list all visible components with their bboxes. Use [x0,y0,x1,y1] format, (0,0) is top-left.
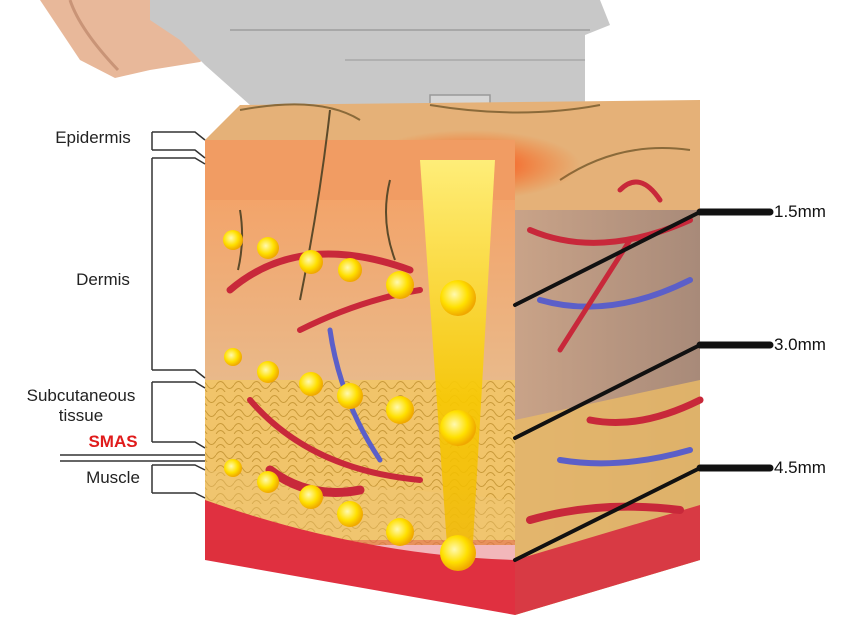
label-depth-4-5mm: 4.5mm [774,458,826,477]
focal-point [386,271,414,299]
focal-point [338,258,362,282]
label-epidermis: Epidermis [55,128,131,147]
focal-point [440,535,476,571]
focal-point [337,501,363,527]
focal-point [440,410,476,446]
label-subcutaneous-line1: Subcutaneous [26,386,136,405]
focal-point [257,471,279,493]
focal-point [440,280,476,316]
label-dermis: Dermis [76,270,130,289]
depth-pointers [513,208,774,562]
focal-point [299,485,323,509]
focal-point [224,459,242,477]
label-muscle: Muscle [86,468,140,487]
label-smas: SMAS [88,432,138,451]
focal-point [257,361,279,383]
ultrasound-beam [420,160,495,560]
focal-point [223,230,243,250]
focal-point [299,372,323,396]
focal-point [337,383,363,409]
focal-point [386,518,414,546]
focal-point [386,396,414,424]
focal-point [299,250,323,274]
label-depth-1-5mm: 1.5mm [774,202,826,221]
focal-point [257,237,279,259]
label-subcutaneous-tissue: Subcutaneous tissue [6,386,156,426]
label-subcutaneous-line2: tissue [58,406,104,425]
label-depth-3-0mm: 3.0mm [774,335,826,354]
focal-point [224,348,242,366]
focal-points [223,230,476,571]
layer-brackets [60,131,206,499]
